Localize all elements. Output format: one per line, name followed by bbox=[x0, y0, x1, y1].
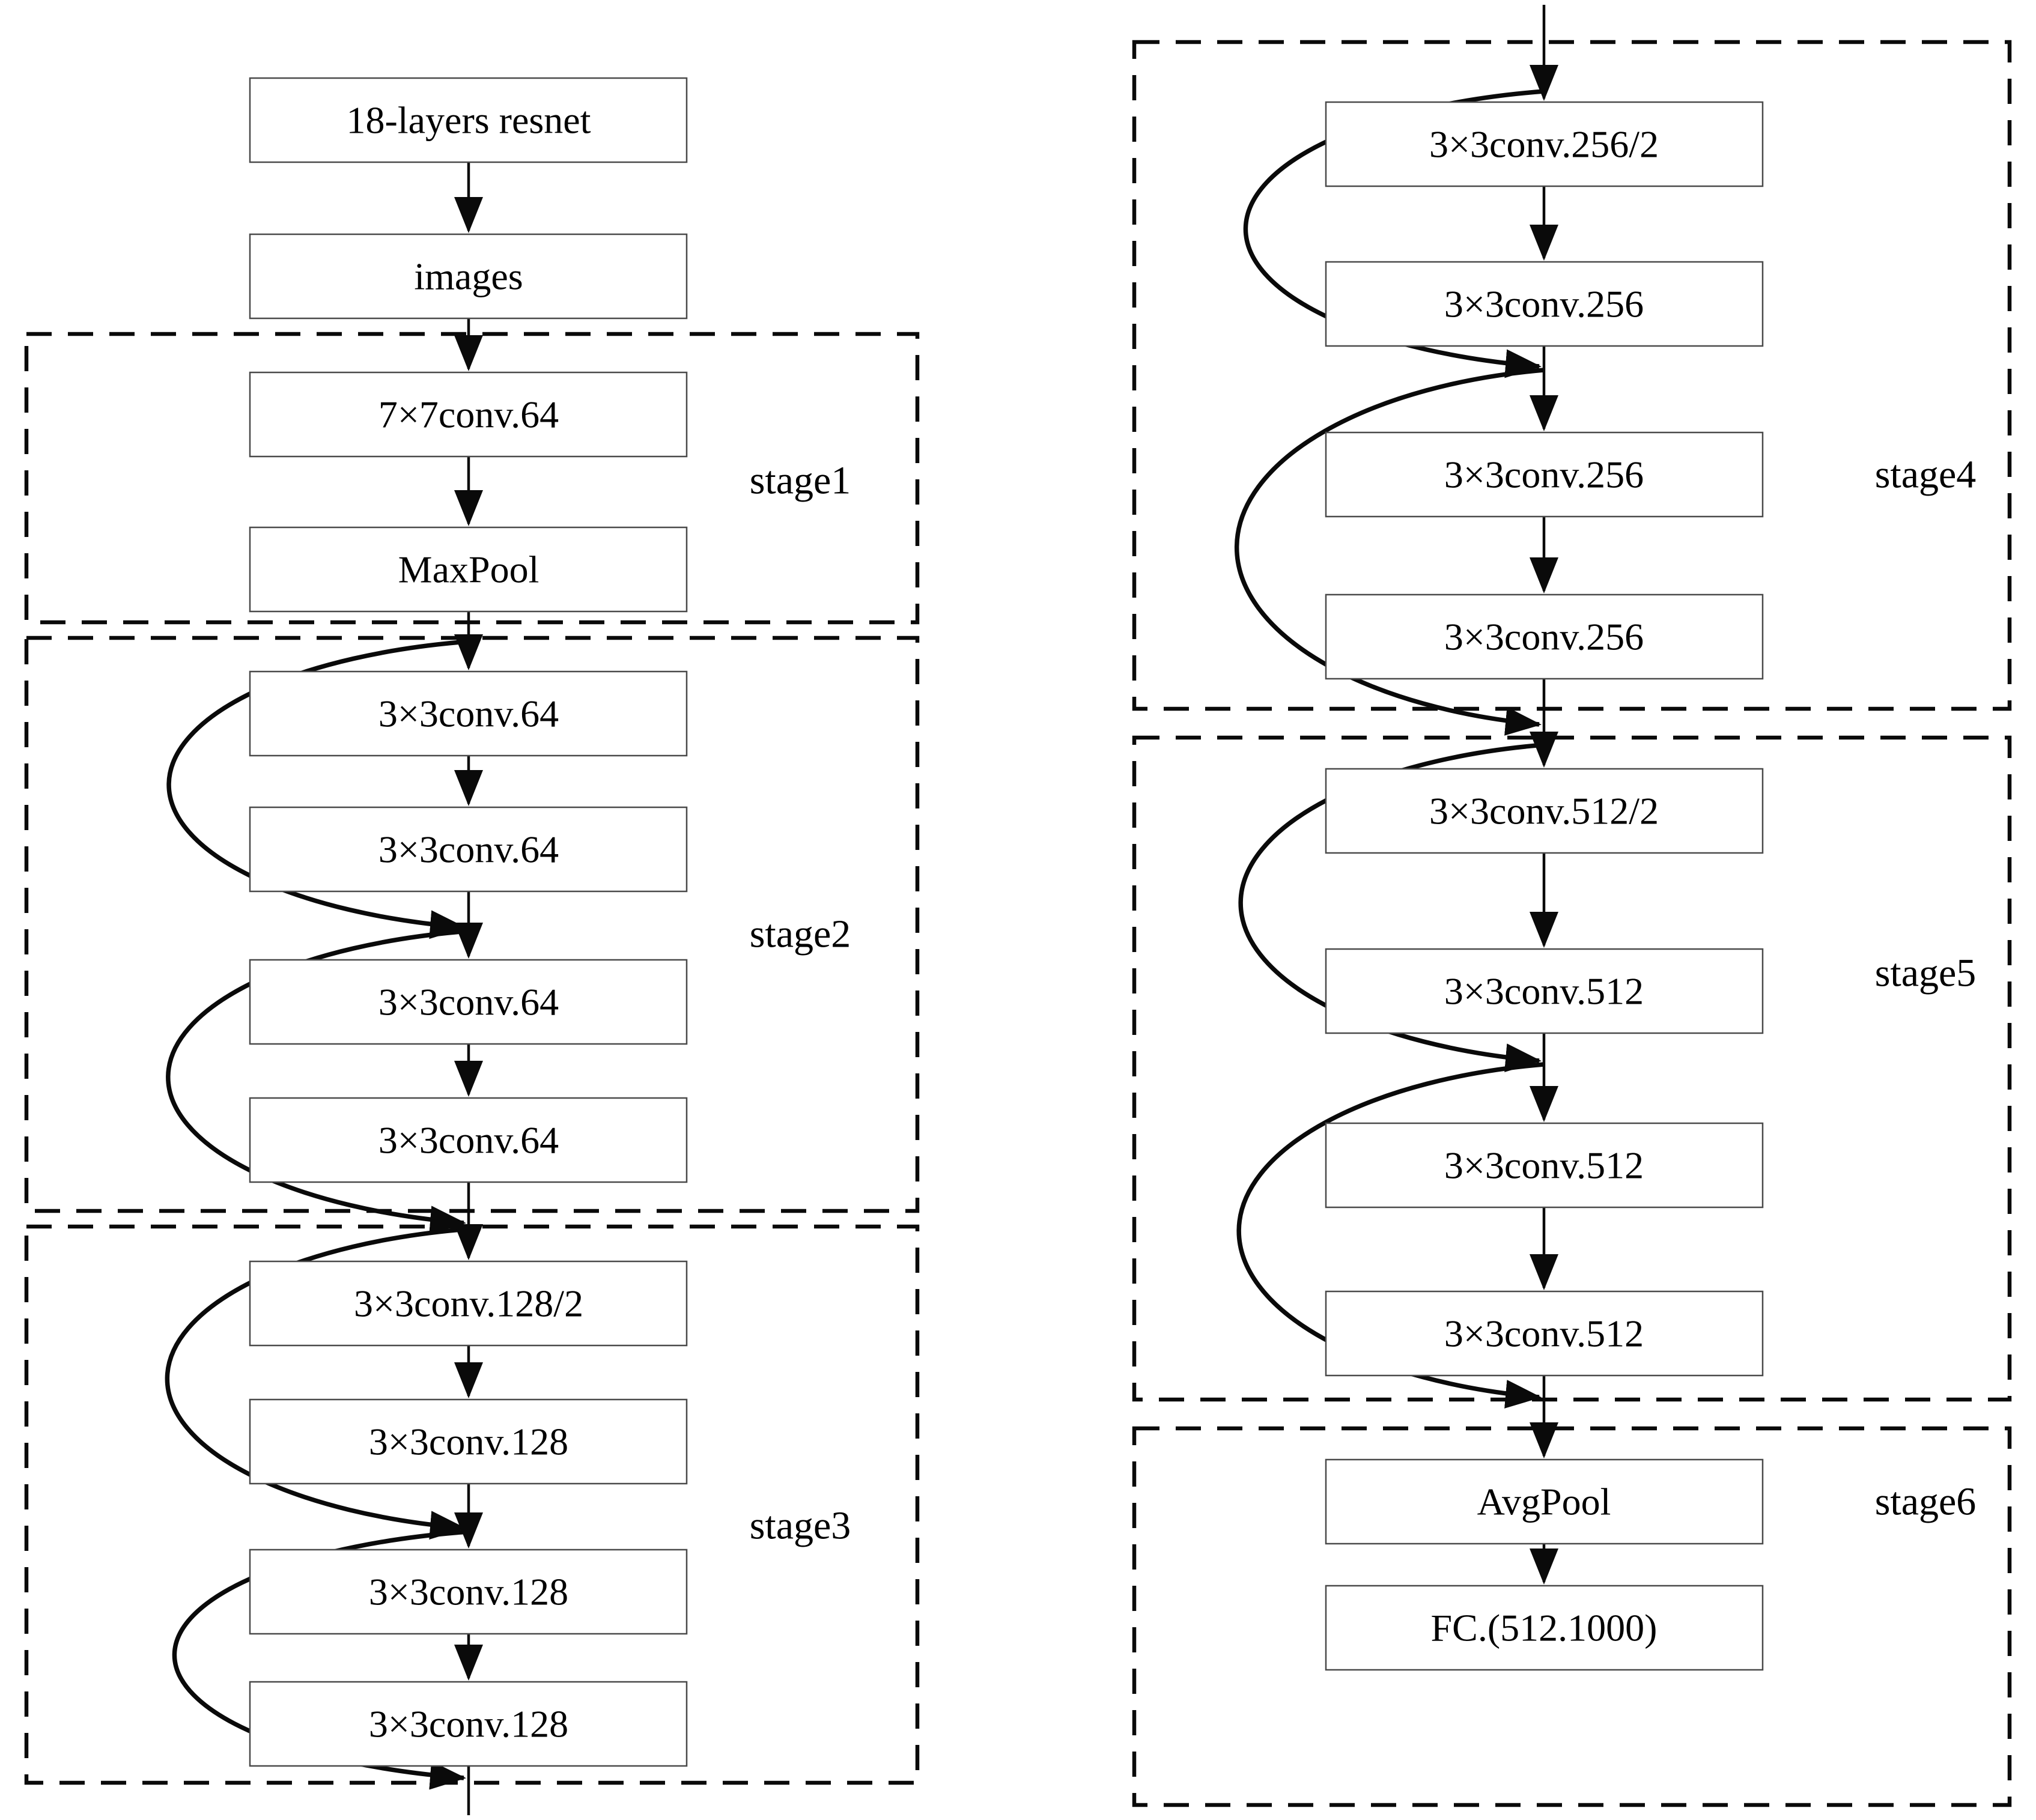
node-conv256-2-label: 3×3conv.256 bbox=[1444, 283, 1644, 326]
stage6-container bbox=[1132, 1426, 2012, 1807]
stage5-label: stage5 bbox=[1875, 951, 1977, 995]
node-conv64-3-box bbox=[249, 959, 688, 1045]
stage1-label: stage1 bbox=[750, 459, 851, 503]
node-conv256-2: 3×3conv.256 bbox=[1325, 261, 1764, 347]
node-conv64-1: 3×3conv.64 bbox=[249, 670, 688, 757]
node-conv128-3-box bbox=[249, 1549, 688, 1635]
node-conv512-4-label: 3×3conv.512 bbox=[1444, 1312, 1644, 1355]
node-conv128-1: 3×3conv.128/2 bbox=[249, 1260, 688, 1347]
node-conv512-4: 3×3conv.512 bbox=[1325, 1290, 1764, 1377]
skip-arc-stage3-first bbox=[165, 1227, 469, 1540]
stage1-container bbox=[24, 332, 920, 625]
node-conv512-2-box bbox=[1325, 948, 1764, 1034]
node-conv256-3-label: 3×3conv.256 bbox=[1444, 453, 1644, 496]
node-conv512-2: 3×3conv.512 bbox=[1325, 948, 1764, 1034]
node-conv128-3-label: 3×3conv.128 bbox=[369, 1571, 568, 1613]
node-conv128-1-box bbox=[249, 1260, 688, 1347]
node-maxpool-box bbox=[249, 526, 688, 613]
stage2-container bbox=[24, 635, 920, 1213]
node-conv256-4-box bbox=[1325, 593, 1764, 680]
node-conv64-4: 3×3conv.64 bbox=[249, 1097, 688, 1183]
node-conv128-4-label: 3×3conv.128 bbox=[369, 1703, 568, 1746]
node-conv512-1-label: 3×3conv.512/2 bbox=[1429, 790, 1659, 833]
node-conv256-3-box bbox=[1325, 431, 1764, 518]
stage2-label: stage2 bbox=[750, 912, 851, 956]
node-conv128-2-box bbox=[249, 1398, 688, 1485]
node-conv512-3: 3×3conv.512 bbox=[1325, 1122, 1764, 1209]
node-images: images bbox=[249, 233, 688, 320]
node-conv512-1: 3×3conv.512/2 bbox=[1325, 768, 1764, 854]
node-conv256-2-box bbox=[1325, 261, 1764, 347]
node-maxpool-label: MaxPool bbox=[398, 548, 539, 591]
node-conv512-3-box bbox=[1325, 1122, 1764, 1209]
node-conv64-2-label: 3×3conv.64 bbox=[378, 828, 559, 871]
stage4-label: stage4 bbox=[1875, 453, 1977, 497]
stage6-label: stage6 bbox=[1875, 1480, 1977, 1524]
node-avgpool: AvgPool bbox=[1325, 1458, 1764, 1545]
node-18-layers-resnet-label: 18-layers resnet bbox=[347, 99, 591, 142]
node-conv512-3-label: 3×3conv.512 bbox=[1444, 1144, 1644, 1187]
node-18-layers-resnet: 18-layers resnet bbox=[249, 77, 688, 163]
skip-arc-stage2-first bbox=[166, 639, 469, 939]
node-conv512-2-label: 3×3conv.512 bbox=[1444, 970, 1644, 1013]
node-7x7conv64: 7×7conv.64 bbox=[249, 371, 688, 458]
node-conv256-3: 3×3conv.256 bbox=[1325, 431, 1764, 518]
node-conv256-1: 3×3conv.256/2 bbox=[1325, 101, 1764, 187]
node-avgpool-label: AvgPool bbox=[1477, 1481, 1611, 1523]
node-conv64-3: 3×3conv.64 bbox=[249, 959, 688, 1045]
node-18-layers-resnet-box bbox=[249, 77, 688, 163]
skip-arc-stage2-second bbox=[166, 929, 469, 1235]
node-conv256-4: 3×3conv.256 bbox=[1325, 593, 1764, 680]
node-avgpool-box bbox=[1325, 1458, 1764, 1545]
node-conv512-1-box bbox=[1325, 768, 1764, 854]
node-conv128-4-box bbox=[249, 1681, 688, 1767]
stage4-container bbox=[1132, 40, 2012, 711]
node-maxpool: MaxPool bbox=[249, 526, 688, 613]
node-conv64-3-label: 3×3conv.64 bbox=[378, 981, 559, 1024]
node-conv128-2: 3×3conv.128 bbox=[249, 1398, 688, 1485]
node-conv64-2-box bbox=[249, 806, 688, 893]
node-fc-box bbox=[1325, 1585, 1764, 1671]
stage3-container bbox=[24, 1224, 920, 1785]
node-conv128-3: 3×3conv.128 bbox=[249, 1549, 688, 1635]
node-images-box bbox=[249, 233, 688, 320]
node-conv64-1-label: 3×3conv.64 bbox=[378, 693, 559, 735]
node-images-label: images bbox=[414, 255, 523, 298]
node-conv512-4-box bbox=[1325, 1290, 1764, 1377]
node-conv128-2-label: 3×3conv.128 bbox=[369, 1421, 568, 1463]
node-fc-label: FC.(512.1000) bbox=[1431, 1607, 1658, 1649]
stage3-label: stage3 bbox=[750, 1504, 851, 1548]
node-conv64-1-box bbox=[249, 670, 688, 757]
node-conv64-2: 3×3conv.64 bbox=[249, 806, 688, 893]
stage5-container bbox=[1132, 735, 2012, 1402]
node-conv256-1-box bbox=[1325, 101, 1764, 187]
node-fc: FC.(512.1000) bbox=[1325, 1585, 1764, 1671]
node-conv64-4-box bbox=[249, 1097, 688, 1183]
node-conv256-1-label: 3×3conv.256/2 bbox=[1429, 123, 1659, 166]
node-conv128-1-label: 3×3conv.128/2 bbox=[354, 1282, 583, 1325]
skip-arc-stage4-second bbox=[1234, 368, 1545, 736]
node-conv256-4-label: 3×3conv.256 bbox=[1444, 616, 1644, 658]
node-7x7conv64-label: 7×7conv.64 bbox=[378, 393, 559, 436]
node-conv64-4-label: 3×3conv.64 bbox=[378, 1119, 559, 1162]
node-conv128-4: 3×3conv.128 bbox=[249, 1681, 688, 1767]
node-7x7conv64-box bbox=[249, 371, 688, 458]
